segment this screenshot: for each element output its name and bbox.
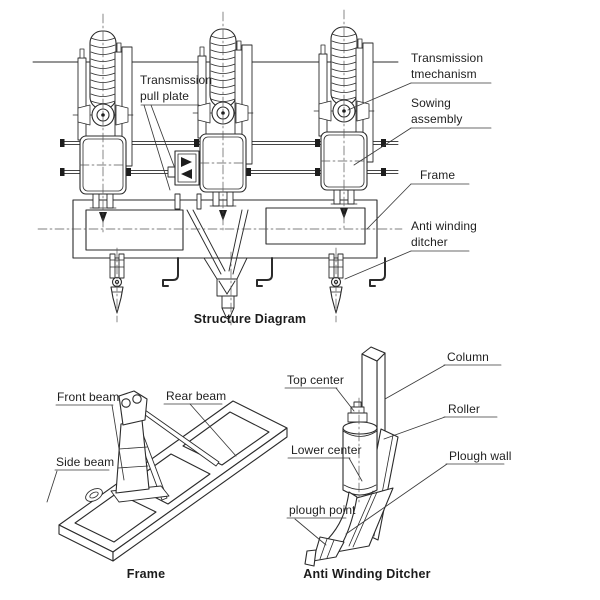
hook-bracket [369, 257, 386, 287]
label-rear-beam: Rear beam [166, 389, 227, 403]
transmission-gearbox [167, 150, 200, 186]
frame-leader-lines [46, 403, 237, 503]
label-transmission-pull-plate: Transmission pull plate [140, 73, 213, 103]
plough-point-piece [312, 536, 345, 562]
anti-winding-ditcher-right [328, 247, 344, 323]
caption-structure-diagram: Structure Diagram [193, 312, 307, 326]
wheel-unit-3 [313, 9, 375, 231]
caption-frame: Frame [126, 567, 166, 581]
label-sowing-assembly: Sowing assembly [411, 96, 463, 126]
label-top-center: Top center [287, 373, 345, 387]
label-column: Column [447, 350, 489, 364]
label-front-beam: Front beam [57, 390, 120, 404]
hitch-tower [110, 390, 220, 503]
hook-bracket [256, 257, 273, 287]
caption-anti-winding-ditcher: Anti Winding Ditcher [303, 567, 431, 581]
label-anti-winding-ditcher: Anti winding ditcher [411, 219, 477, 249]
structure-leader-lines [140, 82, 492, 280]
label-lower-center: Lower center [291, 443, 362, 457]
anti-winding-ditcher-left [109, 247, 125, 323]
label-plough-wall: Plough wall [449, 449, 512, 463]
hook-bracket [162, 257, 179, 287]
ditcher-diagram-drawing [284, 346, 505, 567]
transmission-rods [60, 139, 399, 176]
ditcher-leader-lines [284, 364, 505, 546]
seed-funnel [186, 209, 249, 320]
wheel-unit-2 [192, 11, 254, 233]
label-transmission-mechanism: Transmission tmechanism [411, 51, 484, 81]
frame-diagram-drawing [46, 390, 288, 562]
label-plough-point: plough point [289, 503, 356, 517]
label-roller: Roller [448, 402, 480, 416]
label-side-beam: Side beam [56, 455, 115, 469]
structure-diagram-drawing [32, 9, 492, 326]
label-frame: Frame [420, 168, 456, 182]
